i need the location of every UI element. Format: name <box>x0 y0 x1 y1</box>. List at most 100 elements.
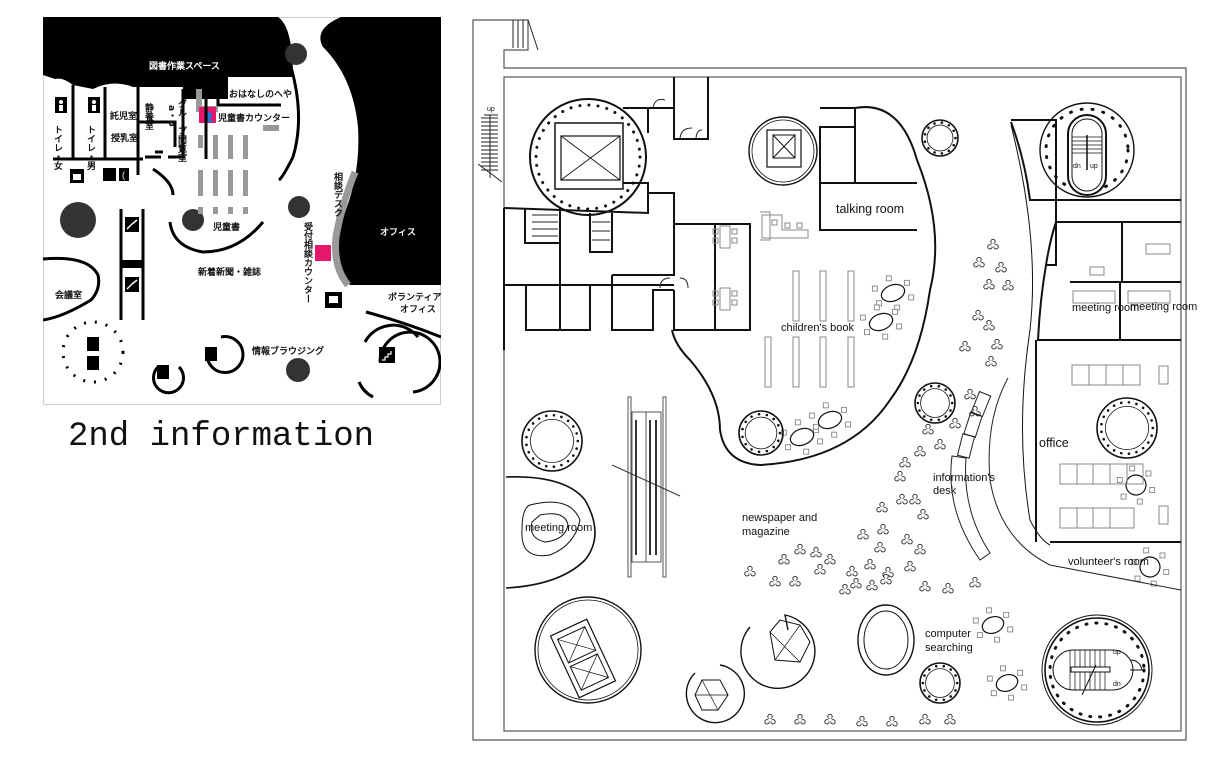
label-storytelling-room: おはなしのへや <box>229 89 292 100</box>
search-terminal-icon <box>87 356 99 370</box>
label-childcare-room: 託児室 <box>110 110 137 122</box>
stool <box>901 533 913 545</box>
stool <box>824 553 836 565</box>
stool <box>1002 279 1014 291</box>
bookshelves <box>764 270 855 388</box>
label-info-desk-1: information's <box>933 472 996 484</box>
label-toilet-men: トイレ・男 <box>85 125 96 171</box>
round-table <box>780 419 824 455</box>
phone-icon <box>119 168 129 181</box>
label-volunteer-office-2: オフィス <box>400 304 436 315</box>
label-toilet-women: トイレ・女 <box>52 125 63 171</box>
stool <box>824 713 836 725</box>
stool <box>896 493 908 505</box>
round-table <box>1130 547 1170 587</box>
stool <box>744 565 756 577</box>
label-volunteer-office-1: ボランティア <box>388 291 441 303</box>
label-consultation-desk: 相談デスク <box>332 171 343 217</box>
ring-display <box>919 662 961 704</box>
browsing-area-outline <box>61 320 125 384</box>
stool <box>856 715 868 727</box>
stool <box>972 309 984 321</box>
stool <box>944 713 956 725</box>
stool <box>899 456 911 468</box>
label-childrens-book: children's book <box>781 322 855 334</box>
stool <box>846 565 858 577</box>
ring-display <box>738 410 784 456</box>
stool <box>880 573 892 585</box>
round-table <box>1116 465 1156 505</box>
stool <box>922 423 934 435</box>
english-floor-plan: up <box>472 19 1197 741</box>
label-meeting-room: 会議室 <box>55 289 82 301</box>
label-office: office <box>1039 436 1069 450</box>
exterior-stairs <box>477 19 539 183</box>
label-quiet-room: 静養室 <box>143 102 155 130</box>
stool <box>949 417 961 429</box>
ring-display <box>1096 397 1158 459</box>
elevator-bank <box>534 596 642 704</box>
office-area <box>320 17 441 285</box>
stool <box>794 713 806 725</box>
round-table <box>808 402 852 438</box>
label-stair-up-2: up <box>1113 649 1121 656</box>
stool <box>959 340 971 352</box>
svg-text:👤: 👤 <box>203 111 214 122</box>
pillar-marker <box>182 209 204 231</box>
label-volunteers-room: volunteer's room <box>1068 556 1149 568</box>
label-group-reading-room: グループ閲覧室 <box>176 98 188 162</box>
label-book-work-space: 図書作業スペース <box>149 60 220 72</box>
stool <box>987 238 999 250</box>
meeting-furniture <box>1072 243 1171 304</box>
stool <box>914 445 926 457</box>
stool <box>864 558 876 570</box>
escalator <box>119 209 145 320</box>
elevator-hall <box>529 98 647 216</box>
pillar-marker <box>285 43 307 65</box>
label-newspaper-2: magazine <box>742 526 790 538</box>
stool <box>810 546 822 558</box>
accessible-icon <box>103 168 116 181</box>
pillar-marker <box>286 358 310 382</box>
ring-display <box>914 382 956 424</box>
round-table <box>986 665 1028 701</box>
svg-text:(: ( <box>122 170 125 180</box>
stool <box>917 508 929 520</box>
stool <box>876 501 888 513</box>
label-new-newspapers: 新着新聞・雑誌 <box>198 266 261 278</box>
information-desk <box>950 377 1182 591</box>
stool <box>874 541 886 553</box>
ring-displays <box>521 119 1158 704</box>
stool <box>985 355 997 367</box>
round-table <box>972 607 1014 643</box>
round-table <box>859 304 903 340</box>
stool <box>886 715 898 727</box>
stool <box>995 261 1007 273</box>
book-work-space-area <box>43 17 293 99</box>
consultation-desk <box>332 170 359 288</box>
desk-group <box>712 225 738 311</box>
stool <box>764 713 776 725</box>
stools <box>744 238 1014 727</box>
stool <box>919 713 931 725</box>
label-stair-dn-2: dn <box>1113 681 1121 688</box>
label-computer-1: computer <box>925 628 971 640</box>
label-stair-up: up <box>487 106 495 113</box>
label-info-browsing: 情報ブラウジング <box>251 345 324 357</box>
kiosk-pod <box>740 614 816 690</box>
japanese-floor-map: 図書作業スペース オフィス おはなしのへや 👤 児童書カウンター トイレ・女 ト… <box>43 17 441 405</box>
label-meeting-room-3: meeting room <box>1130 301 1197 313</box>
office-desks <box>1059 364 1169 529</box>
label-talking-room: talking room <box>836 202 904 216</box>
stool <box>814 563 826 575</box>
round-tables <box>780 275 1170 701</box>
search-terminal-icon <box>157 365 169 379</box>
label-info-desk-2: desk <box>933 485 957 497</box>
pillar-marker <box>60 202 96 238</box>
stool <box>934 438 946 450</box>
stool <box>969 576 981 588</box>
search-terminal-icon <box>87 337 99 351</box>
small-elevator <box>748 116 818 186</box>
counter-icon <box>315 245 331 261</box>
map-caption: 2nd information <box>68 418 375 456</box>
